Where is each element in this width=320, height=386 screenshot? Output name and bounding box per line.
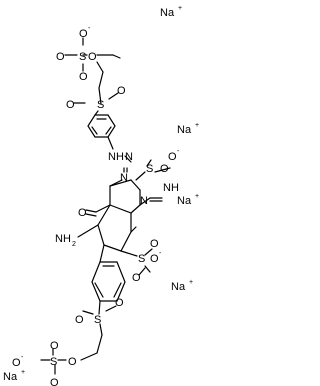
oxygen-sulfonate-2-bottom: O [132,272,141,284]
oxygen-minus-sulfonate-2: O [150,253,159,265]
oxygen-sulfonate-1: O [160,163,169,175]
sulfur-top: S [79,51,86,63]
oxygen-minus-top: O [79,28,88,40]
bond-lines [40,37,171,375]
oxygen-minus-sulfonate-2-charge: - [159,250,162,257]
sulfur-sulfonate-2: S [138,253,145,265]
sulfur-bottom: S [50,356,57,368]
amino-subscript: 2 [72,241,76,248]
sulfur-sulfonate-1: S [146,163,153,175]
oxygen-sulfonyl-2-left: O [75,314,84,326]
sodium-charge-4: + [189,279,193,286]
sodium-ion-5: Na [3,371,18,383]
sodium-ion-4: Na [171,281,186,293]
oxygen-sulfonyl-1-right: O [117,85,126,97]
oxygen-sulfonate-2-top: O [150,238,159,250]
sulfur-sulfonyl-1: S [97,99,104,111]
oxygen-minus-sulfonate-1-charge: - [177,148,180,155]
sodium-ion-2: Na [177,124,192,136]
nitrogen-hydrazo-2: N [125,151,133,163]
oxygen-bottom-up: O [50,340,59,352]
oxygen-sulfonyl-2-right: O [115,297,124,309]
hydrogen-nh-right: H [171,182,179,194]
sodium-charge-5: + [21,369,25,376]
chemical-structure-diagram: Na + Na + Na + Na + Na + O - S O O O S O… [3,5,199,386]
nitrogen-azo-left: N [120,172,128,184]
oxygen-bottom-down: O [50,377,59,386]
nitrogen-hydrazo: N [108,151,116,163]
sodium-ion-1: Na [160,7,175,19]
oxygen-top-left: O [56,51,65,63]
amino-group: NH [55,233,71,245]
sodium-charge-2: + [195,122,199,129]
hydrogen-hydrazo: H [116,151,124,163]
oxygen-minus-bottom: O [12,357,21,369]
nitrogen-azo-right: N [140,195,148,207]
sodium-charge-3: + [195,193,199,200]
atom-labels: Na + Na + Na + Na + Na + O - S O O O S O… [3,5,199,386]
oxygen-sulfonyl-1-left: O [66,99,75,111]
oxygen-minus-bottom-charge: - [21,354,24,361]
oxygen-minus-sulfonate-1: O [168,151,177,163]
oxygen-bottom-ester: O [68,356,77,368]
sodium-ion-3: Na [177,195,192,207]
sulfur-sulfonyl-2: S [94,314,101,326]
oxygen-top-ester: O [88,51,97,63]
oxygen-keto: O [78,207,87,219]
nitrogen-nh-right: N [163,182,171,194]
oxygen-top-down: O [79,71,88,83]
sodium-charge-1: + [178,5,182,12]
oxygen-minus-top-charge: - [88,25,91,32]
